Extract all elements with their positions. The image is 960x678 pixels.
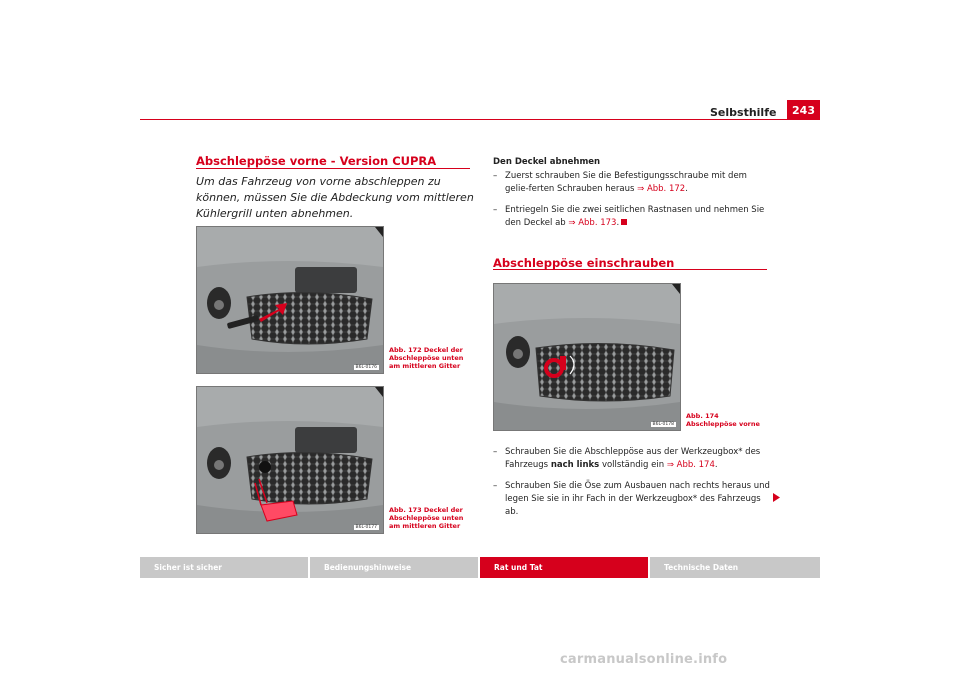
step-screw-in-eye-post: vollständig ein	[601, 460, 665, 470]
figure-172-caption: Abb. 172 Deckel der Abschleppöse unten a…	[389, 346, 464, 370]
figure-173-caption: Abb. 173 Deckel der Abschleppöse unten a…	[389, 506, 464, 530]
figure-174-caption: Abb. 174 Abschleppöse vorne	[686, 412, 760, 428]
section-heading-rule-2	[493, 269, 767, 270]
step-remove-eye-text: Schrauben Sie die Öse zum Ausbauen nach …	[505, 481, 770, 517]
end-of-section-icon	[621, 219, 628, 225]
figure-172-image: B6L-0176	[196, 226, 384, 374]
figure-173-code: B6L-0177	[353, 525, 379, 530]
step-remove-screw: – Zuerst schrauben Sie die Befestigungss…	[493, 171, 747, 194]
section-heading-cupra: Abschleppöse vorne - Version CUPRA	[196, 154, 437, 168]
section-lead-text: Um das Fahrzeug von vorne abschleppen zu…	[196, 175, 474, 220]
running-header-title: Selbsthilfe	[710, 106, 777, 119]
step-remove-screw-text: Zuerst schrauben Sie die Befestigungssch…	[505, 171, 747, 194]
bumper-illustration-173	[197, 387, 383, 533]
ref-abb-174[interactable]: ⇒ Abb. 174	[666, 460, 715, 470]
bumper-illustration-174	[494, 284, 680, 430]
section-heading-rule	[196, 168, 470, 169]
watermark: carmanualsonline.info	[560, 652, 728, 667]
step-screw-in-eye-text: Schrauben Sie die Abschleppöse aus der W…	[505, 447, 761, 470]
bumper-illustration-172	[197, 227, 383, 373]
section-heading-einschrauben: Abschleppöse einschrauben	[493, 256, 675, 270]
figure-174-image: B6L-0178	[493, 283, 681, 431]
figure-173-image: B6L-0177	[196, 386, 384, 534]
figure-174-code: B6L-0178	[650, 422, 676, 427]
footer-tab-sicher[interactable]: Sicher ist sicher	[140, 557, 308, 578]
footer-tab-rat-und-tat[interactable]: Rat und Tat	[480, 557, 648, 578]
footer-tab-technische-daten[interactable]: Technische Daten	[650, 557, 820, 578]
footer-tab-bedienung[interactable]: Bedienungshinweise	[310, 557, 478, 578]
step-release-clips: – Entriegeln Sie die zwei seitlichen Ras…	[493, 205, 765, 228]
page-number: 243	[787, 100, 820, 120]
subheading-deckel-abnehmen: Den Deckel abnehmen	[493, 157, 601, 167]
step-remove-eye: – Schrauben Sie die Öse zum Ausbauen nac…	[493, 480, 775, 519]
ref-abb-172[interactable]: ⇒ Abb. 172	[637, 184, 686, 194]
figure-172-code: B6L-0176	[353, 365, 379, 370]
step-screw-in-eye: – Schrauben Sie die Abschleppöse aus der…	[493, 447, 761, 470]
step-screw-in-eye-bold: nach links	[550, 460, 600, 470]
continue-arrow-icon	[773, 493, 780, 502]
ref-abb-173[interactable]: ⇒ Abb. 173	[568, 218, 617, 228]
step-release-clips-text: Entriegeln Sie die zwei seitlichen Rastn…	[505, 205, 765, 228]
header-rule	[140, 119, 820, 120]
